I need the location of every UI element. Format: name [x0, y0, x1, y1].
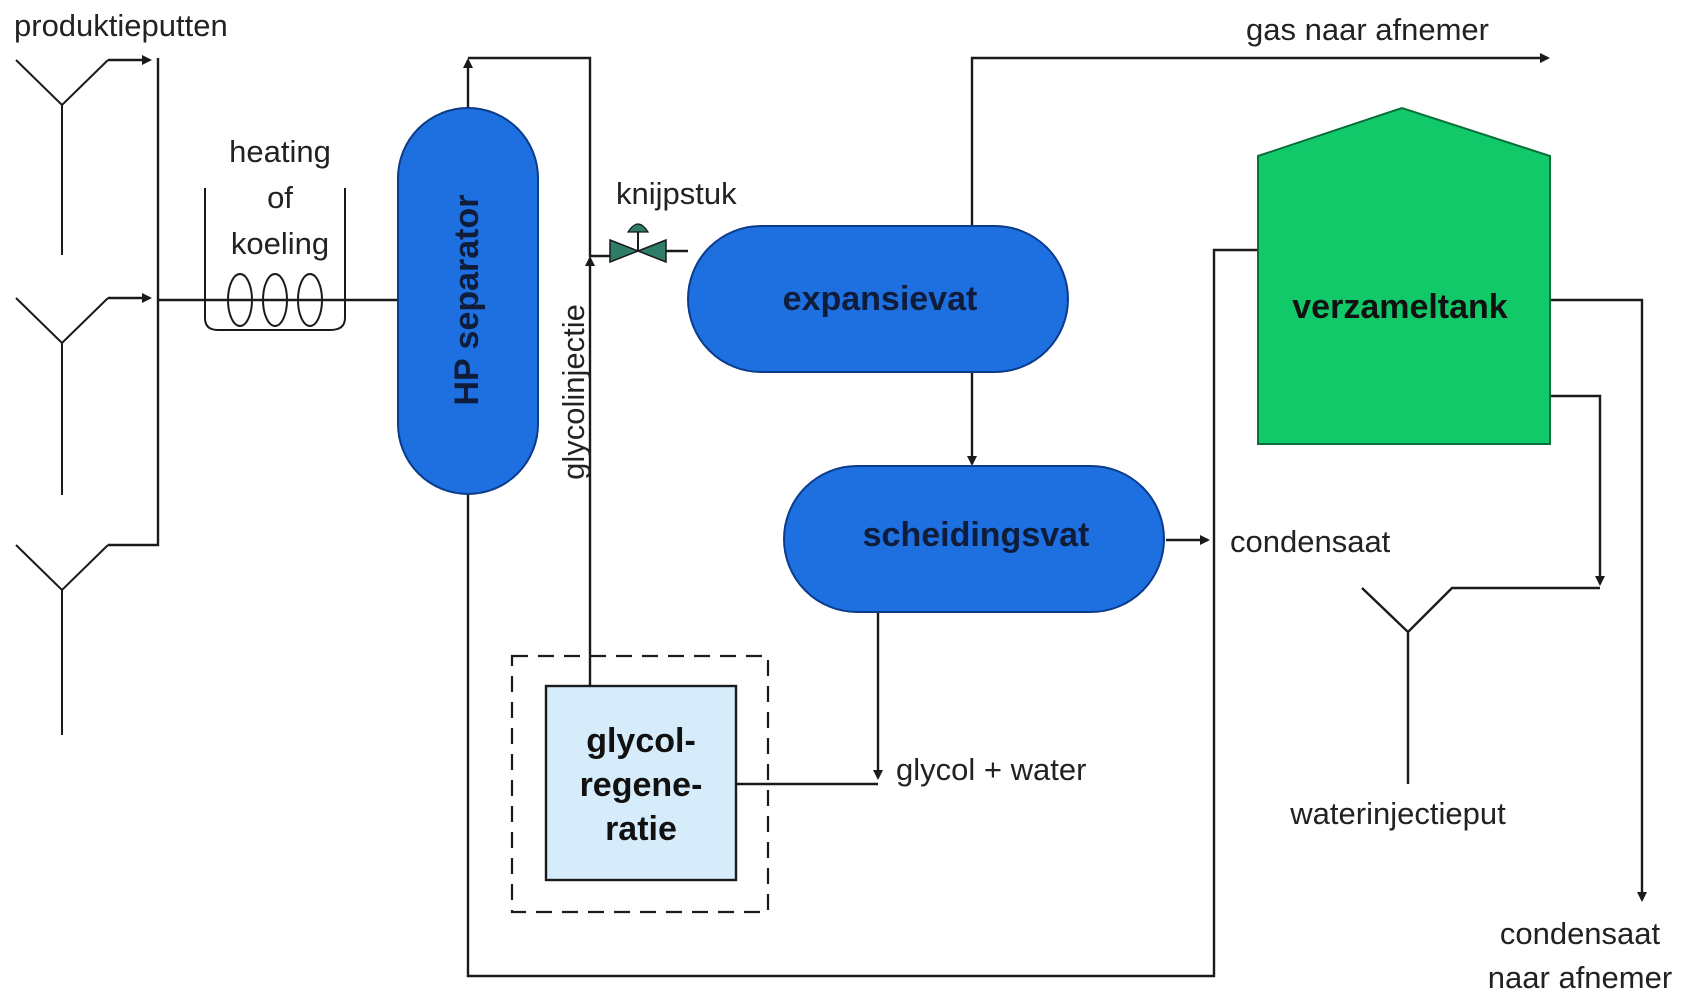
knijpstuk-label: knijpstuk: [616, 176, 737, 211]
scheidingsvat-vessel: scheidingsvat: [783, 465, 1165, 613]
manifold-line: [108, 58, 160, 547]
hp-separator-label: HP separator: [448, 194, 486, 405]
dashed-boundary: [510, 654, 770, 914]
heating-label-line-1: heating: [229, 134, 331, 169]
well-icon: [15, 59, 109, 255]
expansievat-vessel: expansievat: [687, 225, 1069, 373]
heating-label-line-3: koeling: [231, 226, 329, 261]
heating-coil-icon: [204, 188, 346, 331]
scheidingsvat-label: scheidingsvat: [863, 516, 1090, 554]
water-injection-arrow: [1550, 394, 1605, 586]
glycol-water-label: glycol + water: [896, 752, 1086, 787]
hp-gas-line: [468, 56, 610, 258]
knijpstuk-valve-icon: [609, 223, 667, 264]
gas-naar-afnemer-label: gas naar afnemer: [1246, 12, 1489, 47]
waterinjectieput-label: waterinjectieput: [1289, 796, 1506, 831]
produktieputten-label: produktieputten: [14, 8, 228, 43]
hp-separator-vessel: HP separator: [397, 107, 539, 495]
condensaat-afnemer-label-line-2: naar afnemer: [1488, 960, 1672, 995]
heating-label-line-2: of: [267, 180, 293, 215]
condensaat-afnemer-label-line-1: condensaat: [1500, 916, 1661, 951]
well-icon: [15, 297, 109, 495]
verzameltank-label: verzameltank: [1292, 288, 1508, 326]
verzameltank: verzameltank: [1257, 106, 1551, 445]
water-injection-well-icon: [1361, 586, 1600, 784]
glycolinjectie-label: glycolinjectie: [556, 304, 591, 480]
glycol-label-line-2: regene-: [580, 766, 703, 804]
production-wells: [15, 55, 160, 735]
condensate-export-line: [1550, 298, 1647, 902]
condensaat-label: condensaat: [1230, 524, 1391, 559]
expansievat-label: expansievat: [783, 280, 978, 318]
well-icon: [15, 544, 109, 735]
hp-liquid-line: [466, 248, 1258, 978]
gas-export-line: [970, 53, 1550, 226]
glycol-label-line-1: glycol-: [586, 722, 696, 760]
glycol-label-line-3: ratie: [605, 810, 677, 848]
glycol-regeneration-unit: glycol- regene- ratie: [510, 654, 770, 914]
